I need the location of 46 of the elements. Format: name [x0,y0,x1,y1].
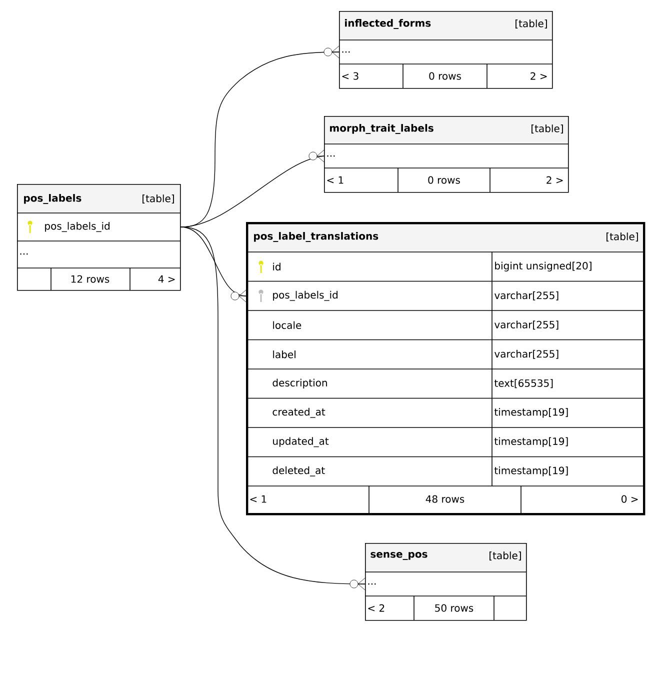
data-type: timestamp[19] [494,466,568,476]
ellipsis: ... [368,583,376,585]
table-type: [table] [606,232,638,242]
data-type: varchar[255] [494,350,558,359]
parent-count: < 2 [368,604,384,612]
data-type: text[65535] [494,379,553,388]
parent-count: < 3 [342,72,358,80]
ellipsis: ... [20,253,28,255]
column-name: label [273,350,296,358]
column-name: pos_labels_id [273,290,338,301]
table-name: pos_label_translations [254,232,378,242]
table-name: pos_labels [24,194,82,204]
child-count: 0 > [622,495,638,503]
data-type: timestamp[19] [494,437,568,447]
parent-count: < 1 [327,176,344,184]
child-count: 2 > [546,176,563,184]
ellipsis: ... [342,51,350,53]
column-name: description [272,378,327,388]
table-name: sense_pos [370,552,428,560]
column-name: id [273,262,280,270]
data-type: varchar[255] [494,320,558,330]
column-name: pos_labels_id [45,222,110,232]
table-name: inflected_forms [345,19,431,29]
data-type: varchar[255] [494,291,558,300]
column-name: created_at [272,408,326,418]
ellipsis: ... [327,155,335,157]
relationship-line [180,150,324,228]
column-name: deleted_at [272,466,325,476]
table-type: [table] [142,194,174,204]
table-name: morph_trait_labels [330,124,434,134]
column-name: locale [273,321,302,329]
table-type: [table] [490,552,521,560]
row-count: 0 rows [429,72,461,80]
child-count: 4 > [158,275,175,283]
child-count: 2 > [530,72,547,80]
row-count: 12 rows [71,275,110,283]
row-count: 50 rows [435,604,474,612]
relationship-line [180,226,366,590]
row-count: 0 rows [428,176,460,184]
parent-count: < 1 [250,495,266,503]
data-type: bigint unsigned[20] [495,262,592,272]
column-name: updated_at [273,437,329,448]
row-count: 48 rows [426,495,464,503]
table-type: [table] [532,124,563,134]
table-type: [table] [516,20,547,28]
data-type: timestamp[19] [494,408,568,418]
